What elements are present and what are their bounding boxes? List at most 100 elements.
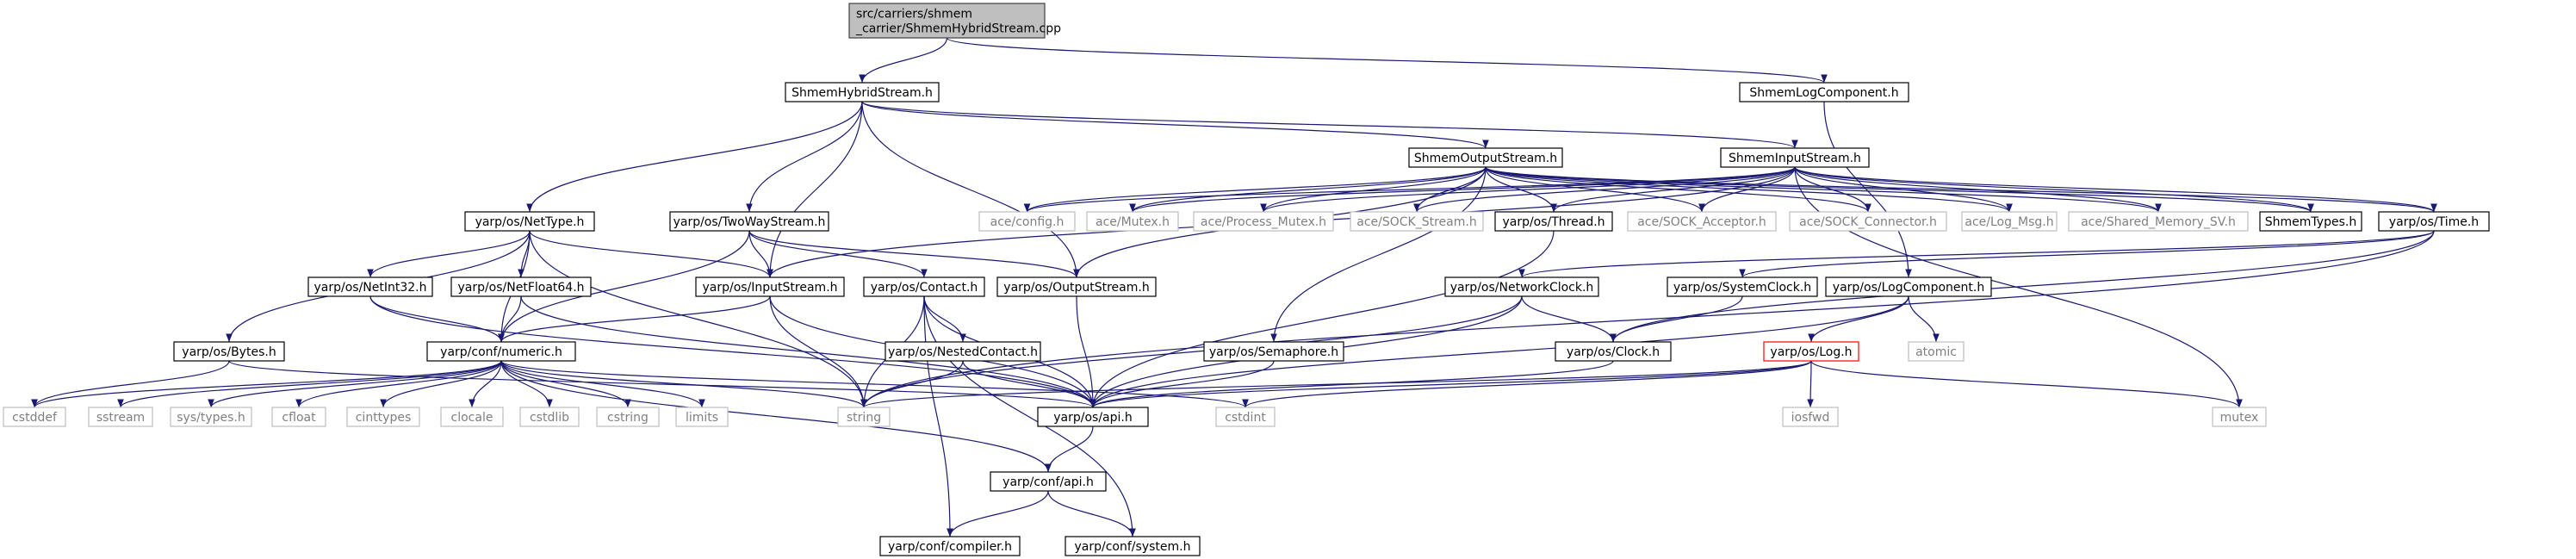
node-clock[interactable]: yarp/os/Clock.h bbox=[1555, 341, 1672, 362]
node-atomic-label: atomic bbox=[1915, 345, 1957, 359]
node-bytes[interactable]: yarp/os/Bytes.h bbox=[173, 341, 285, 362]
node-netfloat64[interactable]: yarp/os/NetFloat64.h bbox=[450, 276, 592, 297]
node-logcomp-box bbox=[1739, 82, 1909, 102]
node-sysclock[interactable]: yarp/os/SystemClock.h bbox=[1667, 276, 1818, 297]
node-acelog-box bbox=[1961, 211, 2058, 232]
node-time-box bbox=[2378, 211, 2490, 232]
node-log-box bbox=[1763, 341, 1859, 362]
edge-time-to-sysclock bbox=[1739, 230, 2435, 278]
node-shmemtypes[interactable]: ShmemTypes.h bbox=[2259, 211, 2362, 232]
edge-contact-to-nested bbox=[923, 295, 966, 343]
edge-instream-to-acesockstream bbox=[1413, 166, 1796, 213]
node-clocale-label: clocale bbox=[451, 411, 493, 425]
node-twoway-label: yarp/os/TwoWayStream.h bbox=[673, 215, 826, 229]
node-log[interactable]: yarp/os/Log.h bbox=[1763, 341, 1859, 362]
node-shmemtypes-box bbox=[2259, 211, 2362, 232]
node-string-label: string bbox=[847, 411, 881, 425]
node-root-label: src/carriers/shmem bbox=[856, 8, 972, 22]
node-inputstream-label: yarp/os/InputStream.h bbox=[702, 281, 837, 295]
edge-outstream-to-acemutex bbox=[1129, 166, 1487, 213]
node-outstream-label: ShmemOutputStream.h bbox=[1414, 152, 1557, 165]
node-limits: limits bbox=[675, 407, 729, 427]
node-netint32[interactable]: yarp/os/NetInt32.h bbox=[307, 276, 433, 297]
edge-netclock-to-string bbox=[860, 295, 1523, 408]
edge-log-to-string bbox=[860, 360, 1812, 408]
node-hybrid-box bbox=[785, 82, 940, 102]
edge-nettype-to-string bbox=[529, 230, 867, 408]
node-instream[interactable]: ShmemInputStream.h bbox=[1720, 147, 1870, 168]
node-bytes-box bbox=[173, 341, 285, 362]
node-bytes-label: yarp/os/Bytes.h bbox=[182, 345, 276, 359]
node-inputstream[interactable]: yarp/os/InputStream.h bbox=[695, 276, 845, 297]
node-clock-label: yarp/os/Clock.h bbox=[1567, 345, 1660, 359]
node-outputstream[interactable]: yarp/os/OutputStream.h bbox=[996, 276, 1157, 297]
node-semaphore[interactable]: yarp/os/Semaphore.h bbox=[1203, 341, 1344, 362]
node-acesockstream-box bbox=[1350, 211, 1484, 232]
node-thread[interactable]: yarp/os/Thread.h bbox=[1494, 211, 1613, 232]
node-cstdlib-label: cstdlib bbox=[530, 411, 569, 425]
node-systypes-label: sys/types.h bbox=[177, 411, 245, 425]
edge-log-to-osapi bbox=[1089, 360, 1812, 408]
node-string: string bbox=[837, 407, 891, 427]
node-logcomp[interactable]: ShmemLogComponent.h bbox=[1739, 82, 1909, 102]
node-nested[interactable]: yarp/os/NestedContact.h bbox=[885, 341, 1041, 362]
node-root[interactable]: src/carriers/shmem_carrier/ShmemHybridSt… bbox=[848, 3, 1061, 39]
edge-inputstream-to-numeric bbox=[498, 295, 771, 343]
node-twoway[interactable]: yarp/os/TwoWayStream.h bbox=[669, 211, 829, 232]
edge-twoway-to-inputstream bbox=[748, 230, 773, 278]
node-contact[interactable]: yarp/os/Contact.h bbox=[863, 276, 985, 297]
node-iosfwd-box bbox=[1782, 407, 1839, 427]
edge-twoway-to-contact bbox=[748, 230, 928, 278]
node-outstream[interactable]: ShmemOutputStream.h bbox=[1408, 147, 1563, 168]
node-osapi-box bbox=[1037, 407, 1149, 427]
edge-contact-to-compiler bbox=[923, 295, 953, 537]
node-compiler[interactable]: yarp/conf/compiler.h bbox=[879, 536, 1021, 556]
node-systypes: sys/types.h bbox=[170, 407, 252, 427]
node-aceprocmutex-label: ace/Process_Mutex.h bbox=[1201, 215, 1326, 229]
edge-confapi-to-compiler bbox=[947, 490, 1049, 537]
edge-hybrid-to-nettype bbox=[526, 101, 863, 213]
edge-hybrid-to-outstream bbox=[861, 101, 1489, 149]
edge-instream-to-shmemtypes bbox=[1794, 166, 2314, 213]
node-numeric-label: yarp/conf/numeric.h bbox=[440, 345, 562, 359]
node-iosfwd-label: iosfwd bbox=[1791, 411, 1830, 425]
node-netclock[interactable]: yarp/os/NetworkClock.h bbox=[1444, 276, 1599, 297]
node-contact-label: yarp/os/Contact.h bbox=[871, 281, 978, 295]
edge-outstream-to-aceprocmutex bbox=[1260, 166, 1487, 213]
node-shmemtypes-label: ShmemTypes.h bbox=[2265, 215, 2356, 229]
node-aceshm-box bbox=[2068, 211, 2249, 232]
node-outputstream-box bbox=[996, 276, 1157, 297]
node-atomic-box bbox=[1908, 341, 1965, 362]
node-osapi[interactable]: yarp/os/api.h bbox=[1037, 407, 1149, 427]
node-netfloat64-label: yarp/os/NetFloat64.h bbox=[457, 281, 584, 295]
edge-contact-to-system bbox=[923, 295, 1136, 537]
node-numeric[interactable]: yarp/conf/numeric.h bbox=[426, 341, 576, 362]
edge-thread-to-osapi bbox=[1089, 230, 1555, 408]
edge-sysclock-to-clock bbox=[1610, 295, 1743, 343]
node-instream-box bbox=[1720, 147, 1870, 168]
node-yarplogcomp[interactable]: yarp/os/LogComponent.h bbox=[1825, 276, 1992, 297]
node-cstdlib-box bbox=[519, 407, 580, 427]
node-osapi-label: yarp/os/api.h bbox=[1053, 411, 1132, 425]
node-acesockacc: ace/SOCK_Acceptor.h bbox=[1627, 211, 1777, 232]
node-systypes-box bbox=[170, 407, 252, 427]
node-nested-label: yarp/os/NestedContact.h bbox=[888, 345, 1038, 359]
edge-nested-to-string bbox=[860, 360, 964, 408]
edge-numeric-to-systypes bbox=[208, 360, 502, 408]
node-numeric-box bbox=[426, 341, 576, 362]
node-aceprocmutex-box bbox=[1193, 211, 1334, 232]
node-nettype-label: yarp/os/NetType.h bbox=[475, 215, 585, 229]
node-sstream-box bbox=[88, 407, 153, 427]
edge-log-to-iosfwd bbox=[1807, 360, 1814, 408]
node-nettype[interactable]: yarp/os/NetType.h bbox=[464, 211, 595, 232]
edge-nested-to-osapi bbox=[962, 360, 1096, 408]
node-outputstream-label: yarp/os/OutputStream.h bbox=[1003, 281, 1149, 295]
node-confapi[interactable]: yarp/conf/api.h bbox=[990, 471, 1107, 492]
node-time[interactable]: yarp/os/Time.h bbox=[2378, 211, 2490, 232]
edge-outstream-to-semaphore bbox=[1270, 166, 1487, 343]
node-hybrid[interactable]: ShmemHybridStream.h bbox=[785, 82, 940, 102]
node-cstdint: cstdint bbox=[1215, 407, 1276, 427]
node-system[interactable]: yarp/conf/system.h bbox=[1065, 536, 1201, 556]
edge-bytes-to-osapi bbox=[228, 360, 1096, 408]
edge-numeric-to-cstdint bbox=[500, 360, 1249, 408]
